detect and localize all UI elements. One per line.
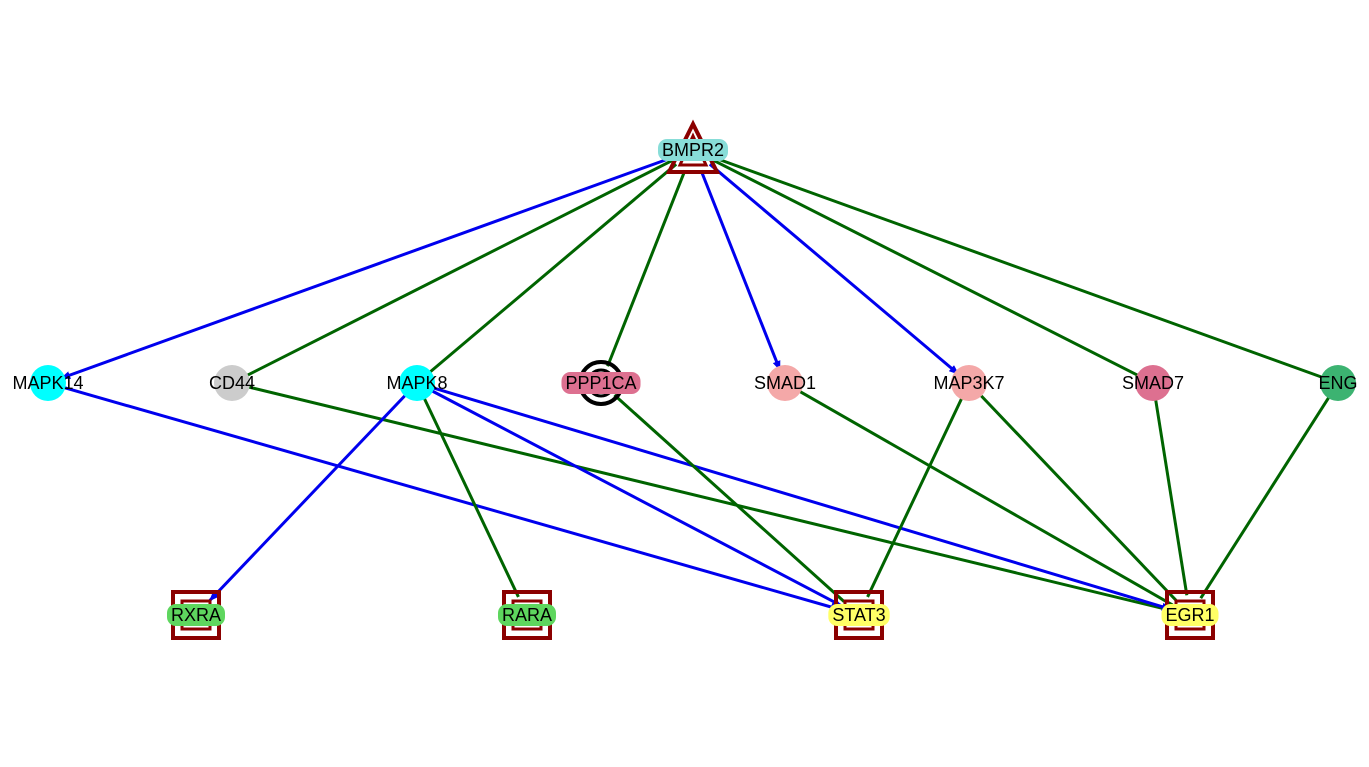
edge-bmpr2-smad1 — [699, 169, 782, 371]
edge-map3k7-stat3 — [866, 395, 965, 598]
edge-ppp1ca-stat3 — [613, 393, 846, 603]
edge-smad1-egr1 — [796, 388, 1174, 607]
node-eng[interactable]: ENG — [1318, 365, 1358, 401]
edge-eng-egr1 — [1199, 393, 1332, 599]
edge-mapk14-stat3 — [61, 385, 841, 611]
node-label-background — [561, 372, 641, 394]
node-shape-circle — [214, 365, 250, 401]
node-label: SMAD7 — [1122, 373, 1184, 393]
node-label: MAP3K7 — [933, 373, 1004, 393]
node-mapk14[interactable]: MAPK14 — [12, 365, 84, 401]
node-label-background — [166, 604, 226, 626]
node-smad1[interactable]: SMAD1 — [754, 365, 816, 401]
node-label: RARA — [502, 605, 552, 625]
edge-mapk8-egr1 — [429, 385, 1172, 611]
edge-mapk8-rxra — [208, 392, 409, 602]
edge-map3k7-egr1 — [977, 392, 1178, 602]
edge-cd44-egr1 — [245, 384, 1171, 612]
node-label: BMPR2 — [662, 140, 724, 160]
edge-mapk8-stat3 — [428, 388, 843, 608]
node-rara[interactable]: RARA — [497, 590, 557, 640]
node-label: MAPK8 — [386, 373, 447, 393]
edge-bmpr2-map3k7 — [708, 163, 960, 376]
node-shape-circle — [399, 365, 435, 401]
node-label: SMAD1 — [754, 373, 816, 393]
node-rxra[interactable]: RXRA — [166, 590, 226, 640]
node-ppp1ca[interactable]: PPP1CA — [561, 360, 641, 406]
edge-bmpr2-ppp1ca — [606, 169, 687, 367]
edge-smad7-egr1 — [1153, 396, 1189, 596]
node-egr1[interactable]: EGR1 — [1161, 590, 1219, 640]
node-label-background — [657, 139, 729, 161]
edge-bmpr2-eng — [713, 156, 1326, 380]
node-label: RXRA — [171, 605, 221, 625]
node-bmpr2[interactable]: BMPR2 — [657, 119, 729, 174]
edge-bmpr2-smad7 — [711, 158, 1142, 379]
edge-layer — [60, 156, 1332, 612]
node-label: PPP1CA — [565, 373, 636, 393]
node-shape-circle — [30, 365, 66, 401]
node-shape-circle — [951, 365, 987, 401]
node-label: CD44 — [209, 373, 255, 393]
node-mapk8[interactable]: MAPK8 — [386, 365, 448, 401]
node-shape-circle — [767, 365, 803, 401]
node-cd44[interactable]: CD44 — [209, 365, 255, 401]
edge-bmpr2-cd44 — [243, 158, 675, 379]
node-shape-circle — [1135, 365, 1171, 401]
node-map3k7[interactable]: MAP3K7 — [933, 365, 1005, 401]
node-label-background — [828, 604, 890, 626]
node-stat3[interactable]: STAT3 — [828, 590, 890, 640]
node-label: EGR1 — [1165, 605, 1214, 625]
node-label-background — [1161, 604, 1219, 626]
edge-bmpr2-mapk8 — [426, 163, 678, 376]
node-label: ENG — [1318, 373, 1357, 393]
node-label-background — [497, 604, 557, 626]
node-label: STAT3 — [832, 605, 885, 625]
edge-mapk8-rara — [421, 395, 520, 598]
node-label: MAPK14 — [12, 373, 83, 393]
edge-bmpr2-mapk14 — [60, 156, 673, 380]
node-smad7[interactable]: SMAD7 — [1122, 365, 1184, 401]
node-shape-circle — [1320, 365, 1356, 401]
